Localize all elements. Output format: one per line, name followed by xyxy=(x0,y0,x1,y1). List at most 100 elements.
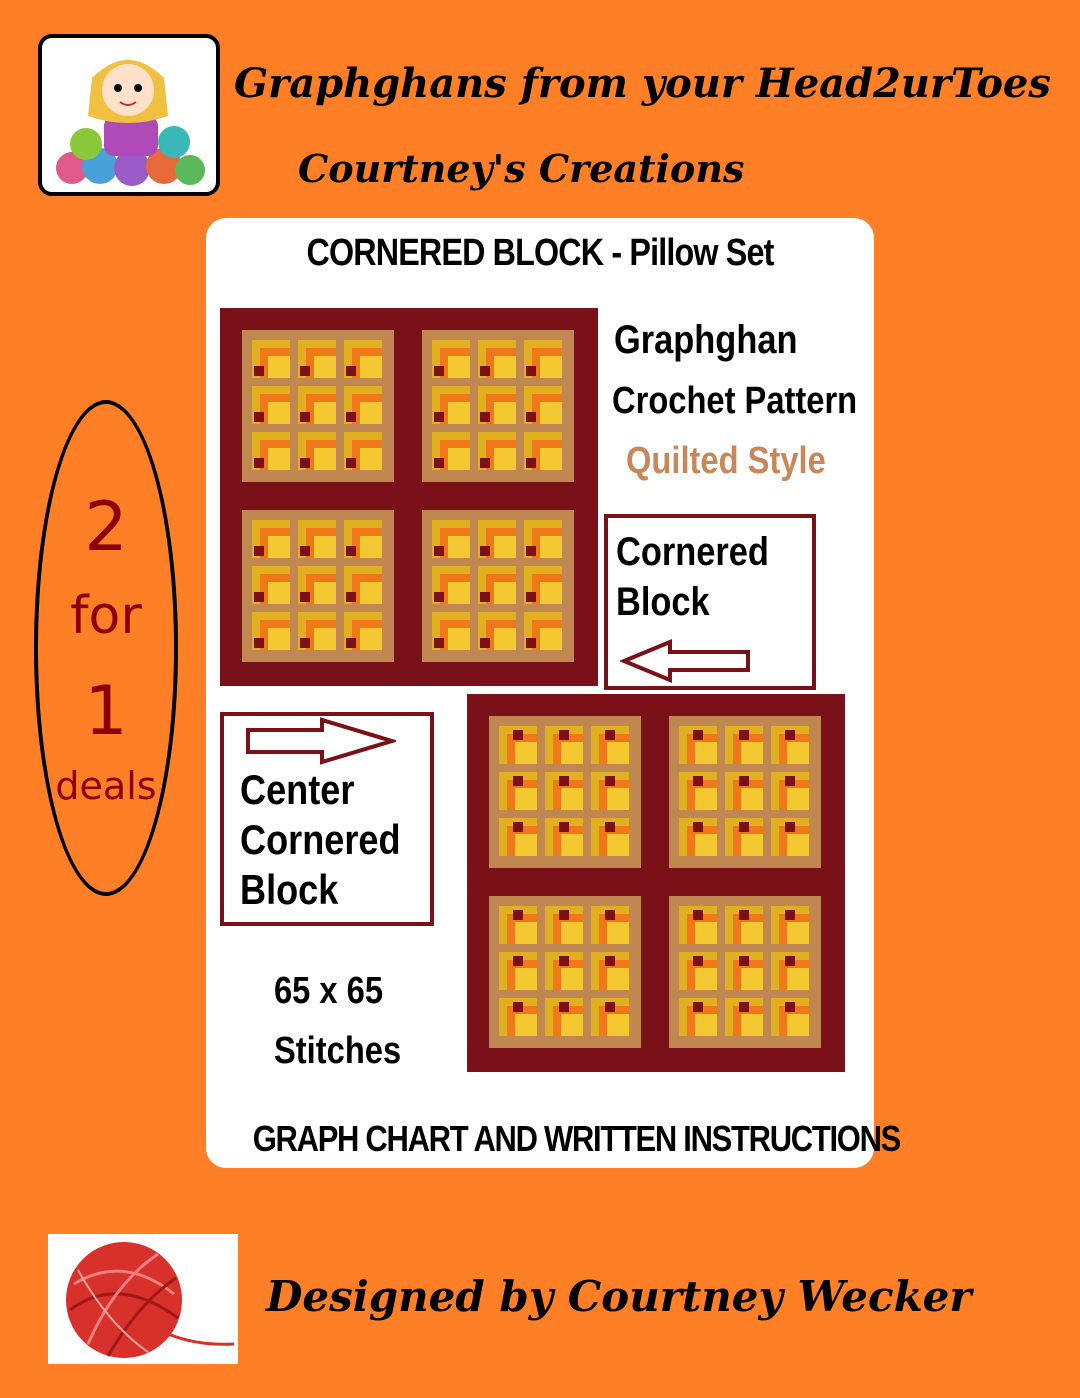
cornered-square xyxy=(545,906,583,944)
cornered-square xyxy=(252,340,290,378)
cornered-square xyxy=(771,726,809,764)
cornered-square xyxy=(771,906,809,944)
arrow-right-icon xyxy=(246,717,396,765)
cornered-square xyxy=(478,432,516,470)
cornered-square xyxy=(725,772,763,810)
cornered-square xyxy=(679,998,717,1036)
promo-number-2: 2 xyxy=(84,488,128,567)
arrow-left-icon xyxy=(620,639,750,683)
cornered-square xyxy=(252,520,290,558)
cornered-square xyxy=(499,906,537,944)
cornered-square xyxy=(524,612,562,650)
cornered-square xyxy=(499,726,537,764)
center-cornered-label-3: Block xyxy=(240,866,339,913)
cornered-square xyxy=(679,772,717,810)
cornered-square xyxy=(499,998,537,1036)
cornered-square xyxy=(725,952,763,990)
cornered-square xyxy=(432,566,470,604)
cornered-square xyxy=(432,520,470,558)
cornered-square xyxy=(591,998,629,1036)
cornered-square xyxy=(298,612,336,650)
cornered-square xyxy=(298,520,336,558)
cornered-square xyxy=(524,386,562,424)
graph-center-cornered-block xyxy=(467,694,845,1072)
cornered-square xyxy=(499,772,537,810)
cornered-square xyxy=(591,952,629,990)
cornered-square xyxy=(524,520,562,558)
cornered-square xyxy=(545,726,583,764)
cornered-square xyxy=(524,432,562,470)
graph-cornered-block xyxy=(220,308,598,686)
cornered-square xyxy=(344,566,382,604)
promo-oval xyxy=(34,400,178,896)
cornered-square xyxy=(591,906,629,944)
cornered-square xyxy=(298,432,336,470)
cornered-square xyxy=(478,340,516,378)
doll-icon xyxy=(56,60,205,186)
cornered-square xyxy=(725,726,763,764)
cornered-square xyxy=(545,998,583,1036)
yarn-ball-icon xyxy=(66,1242,235,1358)
promo-deals: deals xyxy=(55,764,157,808)
cornered-square xyxy=(679,818,717,856)
cornered-square xyxy=(432,386,470,424)
cornered-square xyxy=(524,340,562,378)
logo-doll-on-yarn xyxy=(38,34,220,196)
card-footer-text: GRAPH CHART AND WRITTEN INSTRUCTIONS xyxy=(252,1118,902,1159)
stitch-count: 65 x 65 xyxy=(274,970,384,1012)
cornered-square xyxy=(725,998,763,1036)
cornered-square xyxy=(298,386,336,424)
cornered-square xyxy=(252,612,290,650)
label-crochet-pattern: Crochet Pattern xyxy=(612,380,858,422)
promo-number-1: 1 xyxy=(84,672,128,751)
card-title: CORNERED BLOCK - Pillow Set xyxy=(306,232,775,274)
cornered-square xyxy=(725,906,763,944)
promo-for: for xyxy=(70,586,142,646)
cornered-square xyxy=(725,818,763,856)
header-subtitle: Courtney's Creations xyxy=(298,146,745,191)
cornered-square xyxy=(679,726,717,764)
cornered-square xyxy=(771,952,809,990)
cornered-square xyxy=(478,386,516,424)
cornered-square xyxy=(298,566,336,604)
cornered-square xyxy=(252,386,290,424)
yarn-ball-image xyxy=(48,1234,238,1364)
cornered-square xyxy=(545,772,583,810)
cornered-square xyxy=(344,612,382,650)
cornered-square xyxy=(298,340,336,378)
cornered-square xyxy=(478,566,516,604)
cornered-block-label-1: Cornered xyxy=(616,530,769,574)
cornered-square xyxy=(771,818,809,856)
label-graphghan: Graphghan xyxy=(614,318,798,362)
cornered-square xyxy=(591,772,629,810)
header-title: Graphghans from your Head2urToes xyxy=(234,60,1051,107)
cornered-square xyxy=(499,818,537,856)
cornered-square xyxy=(432,612,470,650)
stitch-label: Stitches xyxy=(274,1030,402,1072)
cornered-square xyxy=(344,340,382,378)
cornered-square xyxy=(771,998,809,1036)
cornered-square xyxy=(344,432,382,470)
cornered-square xyxy=(771,772,809,810)
cornered-square xyxy=(499,952,537,990)
center-cornered-label-2: Cornered xyxy=(240,816,401,863)
cornered-square xyxy=(545,952,583,990)
cornered-square xyxy=(478,520,516,558)
cornered-square xyxy=(679,906,717,944)
cornered-square xyxy=(432,340,470,378)
cornered-square xyxy=(344,386,382,424)
cornered-block-label-2: Block xyxy=(616,580,710,624)
cornered-square xyxy=(252,432,290,470)
cornered-square xyxy=(478,612,516,650)
designer-credit: Designed by Courtney Wecker xyxy=(266,1272,972,1321)
cornered-square xyxy=(252,566,290,604)
cornered-square xyxy=(679,952,717,990)
cornered-square xyxy=(545,818,583,856)
cornered-square xyxy=(432,432,470,470)
cornered-square xyxy=(591,726,629,764)
cornered-square xyxy=(591,818,629,856)
label-quilted-style: Quilted Style xyxy=(626,440,826,482)
center-cornered-label-1: Center xyxy=(240,766,355,813)
cornered-square xyxy=(344,520,382,558)
cornered-square xyxy=(524,566,562,604)
